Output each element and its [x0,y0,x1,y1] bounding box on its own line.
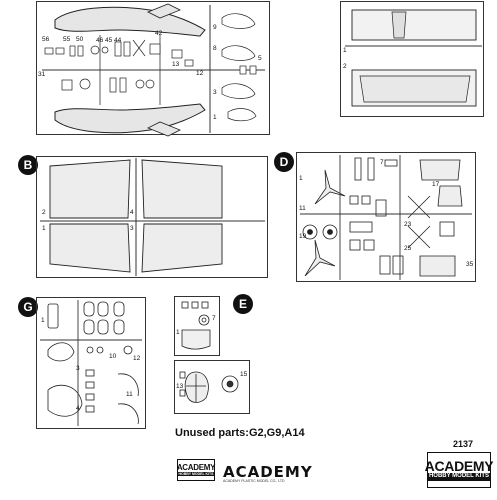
sprue-d-badge: D [274,152,294,172]
part-number: 3 [213,89,217,96]
part-number: 50 [76,36,84,43]
part-number: 35 [466,261,474,268]
sprue-e-badge: E [233,294,253,314]
sprue-top-right-frame [340,1,484,117]
unused-parts-note: Unused parts:G2,G9,A14 [175,427,305,439]
part-number: 4 [130,209,134,216]
company-full-name: ACADEMY PLASTIC MODEL CO., LTD [223,479,285,483]
large-logo-name: ACADEMY [424,458,494,475]
part-number: 1 [42,225,46,232]
part-number: 23 [404,221,412,228]
academy-small-logo: ACADEMY HOBBY MODEL KITS [177,459,215,481]
part-number: 1 [176,329,180,336]
part-number: 42 [155,30,163,37]
part-number: 12 [196,70,204,77]
part-number: 45 [105,37,113,44]
sprue-b-badge: B [18,155,38,175]
academy-large-logo: ACADEMY HOBBY MODEL KITS [424,452,494,488]
small-logo-name: ACADEMY [176,462,216,472]
part-number: 25 [404,245,412,252]
part-number: 46 [96,37,104,44]
part-number: 2 [343,63,347,70]
product-code: 2137 [453,439,474,449]
sprue-e-frame [174,296,220,356]
part-number: 11 [299,205,306,212]
large-logo-tag: HOBBY MODEL KITS [428,473,490,481]
part-number: 31 [38,71,46,78]
small-logo-tag: HOBBY MODEL KITS [178,471,214,477]
sprue-a-frame [36,1,270,135]
part-number: 55 [63,36,71,43]
part-number: 4 [76,405,80,412]
part-number: 1 [213,114,217,121]
part-number: 7 [212,315,216,322]
part-number: 3 [76,365,80,372]
part-number: 13 [176,383,184,390]
part-number: 17 [432,181,440,188]
part-number: 5 [258,55,262,62]
sprue-e2-frame [174,360,250,414]
part-number: 1 [343,47,347,54]
part-number: 7 [380,159,384,166]
sprue-g-badge: G [18,297,38,317]
part-number: 9 [213,24,217,31]
part-number: 8 [213,45,217,52]
part-number: 11 [126,391,133,398]
part-number: 56 [42,36,50,43]
sprue-g-frame [36,297,146,429]
company-wordmark: ACADEMY [223,463,313,481]
part-number: 15 [240,371,248,378]
part-number: 13 [172,61,180,68]
part-number: 10 [109,353,117,360]
part-number: 2 [42,209,46,216]
part-number: 3 [130,225,134,232]
part-number: 12 [133,355,141,362]
part-number: 1 [299,175,303,182]
part-number: 19 [299,233,307,240]
part-number: 1 [41,317,45,324]
part-number: 44 [114,37,122,44]
sprue-d-frame [296,152,476,282]
sprue-b-frame [36,156,268,278]
